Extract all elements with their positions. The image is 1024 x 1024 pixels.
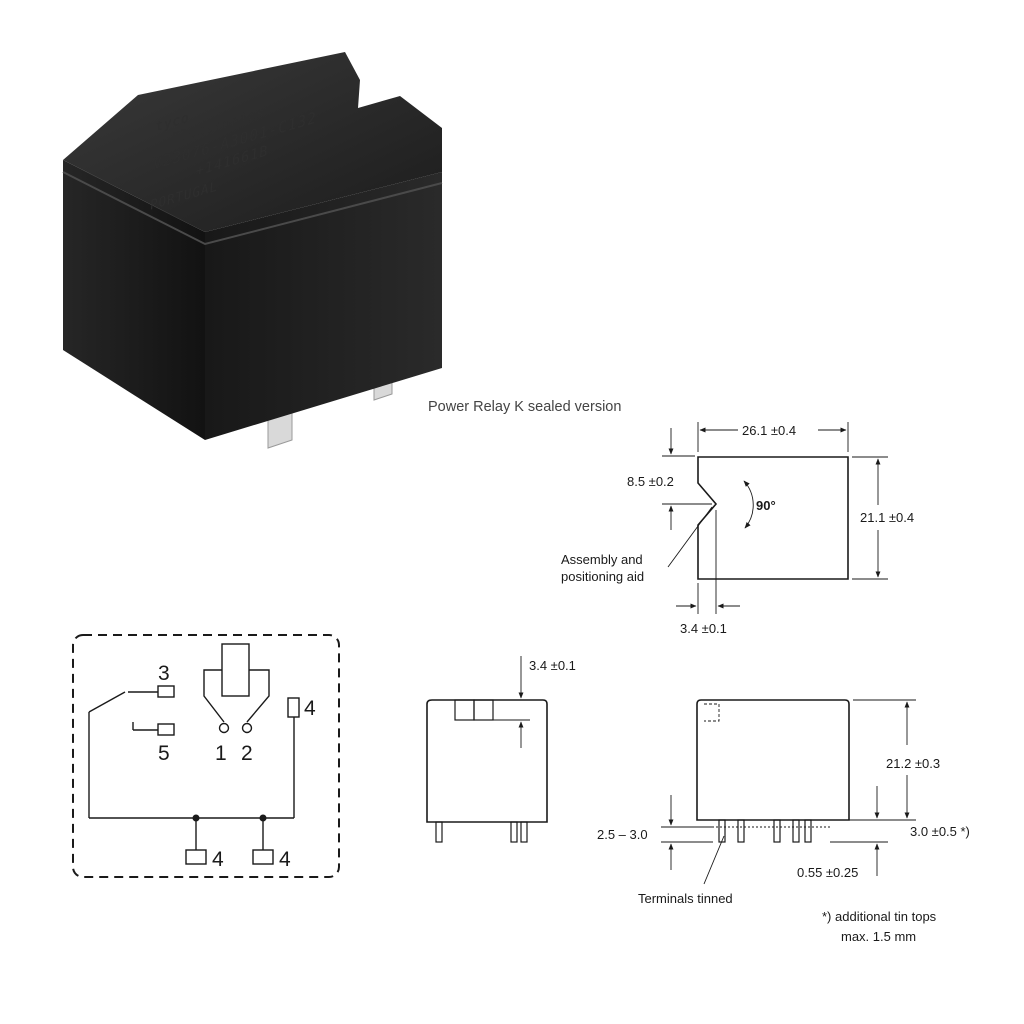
dim-notch-depth: 3.4 ±0.1 [680,621,727,636]
footnote-line-1: *) additional tin tops [822,909,937,924]
relay-front-face [63,160,205,440]
pin-label-1: 1 [215,742,227,765]
relay-top-face [63,52,442,232]
side-pins [718,819,812,843]
coil-symbol [221,643,250,697]
note-terminals: Terminals tinned [638,891,733,906]
footnote-line-2: max. 1.5 mm [841,929,916,944]
dim-pin-offset: 0.55 ±0.25 [797,865,858,880]
lid-seam [62,171,443,246]
dim-standoff: 2.5 – 3.0 [597,827,648,842]
dim-side-height: 21.2 ±0.3 [886,756,940,771]
dim-height: 21.1 ±0.4 [860,510,914,525]
dim-width: 26.1 ±0.4 [742,423,796,438]
pin-label-3: 3 [158,662,170,685]
pin-label-2: 2 [241,742,253,765]
relay-product-image: tyco Electronics V23076-A3001-C132 +1416… [62,52,443,449]
pin-label-4-left: 4 [212,848,224,871]
dim-notch-offset: 8.5 ±0.2 [627,474,674,489]
pin-label-4-right: 4 [279,848,291,871]
front-pins [435,821,528,843]
top-view-outline [697,456,849,580]
side-view: 21.2 ±0.3 2.5 – 3.0 3.0 ±0.5 *) 0.55 ±0.… [597,699,970,944]
side-view-outline [696,699,850,821]
front-view-outline [426,699,548,823]
top-view: 26.1 ±0.4 21.1 ±0.4 8.5 ±0.2 90° 3.4 ±0.… [561,422,914,636]
dim-front-notch: 3.4 ±0.1 [529,658,576,673]
dim-pin-length: 3.0 ±0.5 *) [910,824,970,839]
schematic-border [72,634,340,878]
pin-label-5: 5 [158,742,170,765]
dim-notch-angle: 90° [756,498,776,513]
relay-side-face [205,172,442,440]
diagram-title: Power Relay K sealed version [428,399,621,415]
pin-label-4-top: 4 [304,697,316,720]
note-line-2: positioning aid [561,569,644,584]
note-line-1: Assembly and [561,552,643,567]
front-view: 3.4 ±0.1 [426,656,576,843]
circuit-schematic: 3 5 1 2 4 4 4 [72,634,340,878]
